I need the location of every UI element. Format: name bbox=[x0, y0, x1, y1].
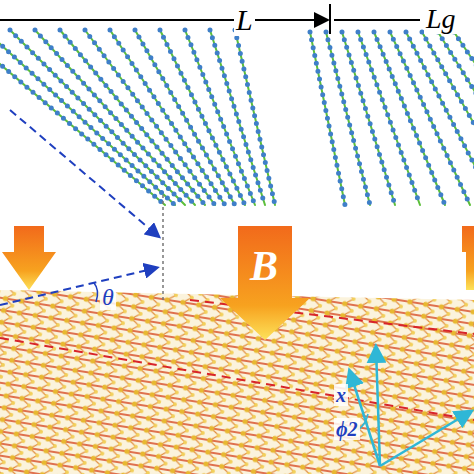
dimension-label: Lg bbox=[424, 4, 458, 34]
angle-label: ϕ2 bbox=[334, 418, 360, 440]
field-label: B bbox=[248, 244, 280, 288]
angle-label: θ bbox=[100, 284, 116, 310]
axis-label: x bbox=[334, 384, 348, 406]
dimension-label: L bbox=[234, 4, 255, 36]
